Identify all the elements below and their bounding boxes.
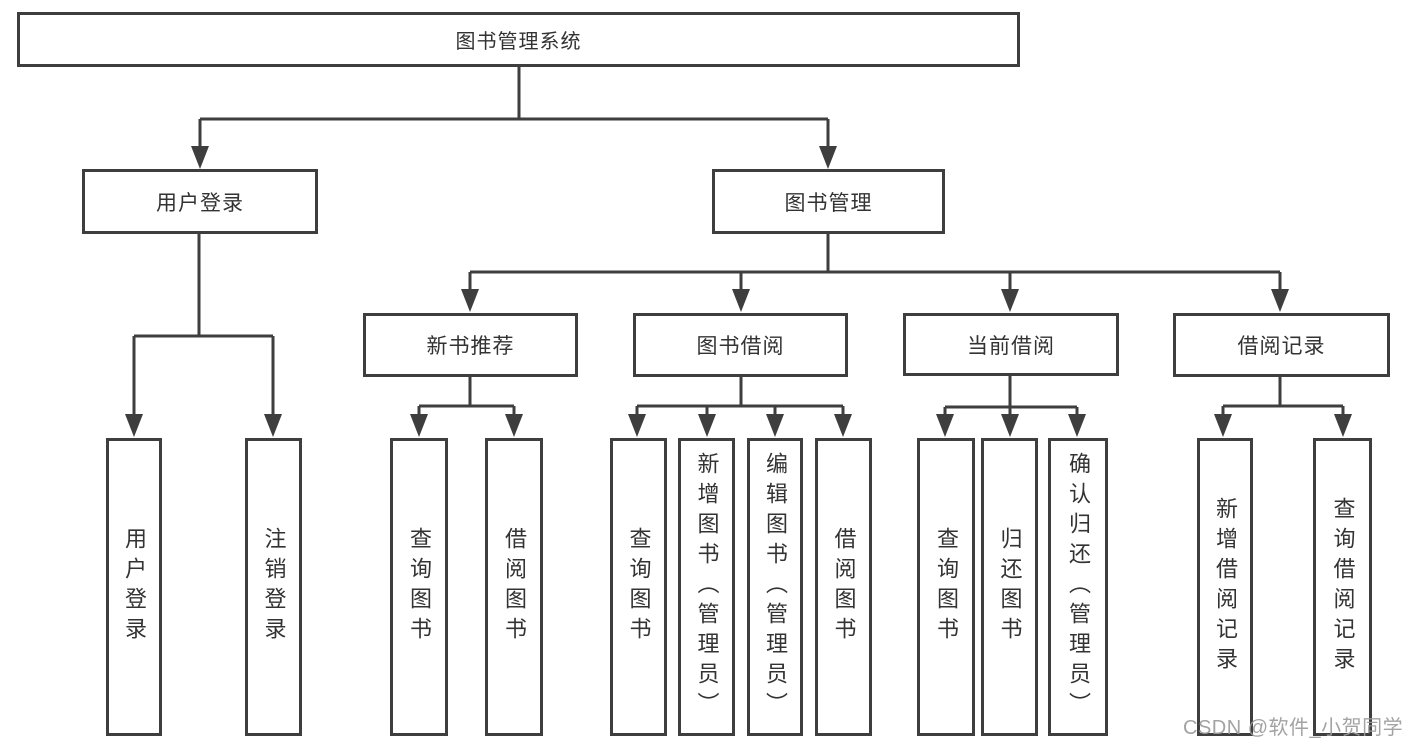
node-current-borrowing: 当前借阅 — [903, 313, 1119, 376]
leaf-user-login: 用户登录 — [106, 438, 162, 736]
node-borrowing-records: 借阅记录 — [1173, 313, 1390, 377]
leaf-return-books: 归还图书 — [981, 438, 1038, 736]
arrowhead — [936, 414, 954, 437]
leaf-confirm-return-admin: 确认归还（管理员） — [1048, 438, 1108, 736]
arrowhead — [698, 414, 716, 437]
arrowhead — [410, 414, 428, 437]
leaf-query-books-borrowing: 查询图书 — [610, 438, 667, 736]
connector-borrowing-records-children — [1221, 377, 1345, 416]
arrowhead — [264, 414, 282, 437]
leaf-edit-books-admin: 编辑图书（管理员） — [747, 438, 803, 736]
node-book-management: 图书管理 — [712, 169, 945, 234]
connector-user-login-children — [132, 234, 275, 416]
connector-book-borrowing-children — [635, 377, 845, 416]
arrowhead — [1334, 414, 1352, 437]
arrowhead — [191, 146, 209, 169]
leaf-query-borrow-record: 查询借阅记录 — [1313, 438, 1372, 736]
arrowhead — [461, 289, 479, 312]
leaf-query-books-recommend: 查询图书 — [390, 438, 448, 736]
arrowhead — [1214, 414, 1232, 437]
node-new-book-recommend: 新书推荐 — [363, 313, 578, 377]
connector-current-borrowing-children — [943, 376, 1079, 416]
connector-new-book-children — [417, 377, 516, 416]
leaf-borrow-books-borrowing: 借阅图书 — [815, 438, 872, 736]
arrowhead — [732, 289, 750, 312]
connector-root-to-level2 — [198, 67, 830, 148]
leaf-add-books-admin: 新增图书（管理员） — [678, 438, 735, 736]
arrowhead — [1271, 289, 1289, 312]
connector-book-management-children — [468, 234, 1282, 291]
arrowhead — [1068, 414, 1086, 437]
node-book-borrowing: 图书借阅 — [633, 313, 848, 377]
arrowhead — [1001, 289, 1019, 312]
csdn-watermark: CSDN @软件_小贺同学 — [1183, 717, 1404, 739]
arrowhead — [125, 414, 143, 437]
arrowhead — [1001, 414, 1019, 437]
leaf-logout-login: 注销登录 — [245, 438, 302, 736]
arrowhead — [505, 414, 523, 437]
arrowhead — [834, 414, 852, 437]
arrowhead — [766, 414, 784, 437]
node-root-library-system: 图书管理系统 — [17, 12, 1020, 67]
arrowhead — [819, 146, 837, 169]
leaf-query-books-current: 查询图书 — [917, 438, 975, 736]
node-user-login: 用户登录 — [82, 169, 318, 234]
arrowhead — [628, 414, 646, 437]
leaf-borrow-books-recommend: 借阅图书 — [485, 438, 543, 736]
leaf-add-borrow-record: 新增借阅记录 — [1197, 438, 1253, 736]
